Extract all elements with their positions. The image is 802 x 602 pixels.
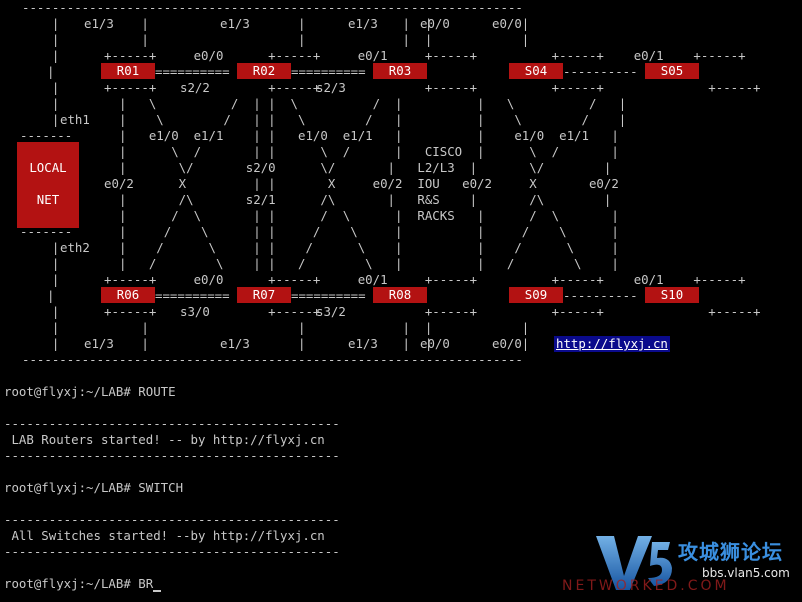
switch-s10[interactable]: S10: [645, 287, 699, 303]
terminal-cursor: [153, 578, 162, 592]
label-r07-e13: e1/3: [220, 336, 250, 351]
topology-diag-10: | | / \ | | / \ | | / \ |: [22, 240, 619, 255]
terminal-sep-1: ----------------------------------------…: [4, 416, 340, 431]
router-r06[interactable]: R06: [101, 287, 155, 303]
topology-border-top-right: ---------------: [411, 0, 523, 15]
terminal-input-text: root@flyxj:~/LAB# BR: [4, 576, 154, 591]
router-r01[interactable]: R01: [101, 63, 155, 79]
serial-link-r07-r08: ==========: [291, 288, 366, 303]
topology-row-pipes-3: | | | | | |: [22, 320, 530, 335]
local-net-box[interactable]: LOCAL NET: [17, 142, 79, 228]
topology-row-pipes-1: | | | | | |: [22, 16, 530, 31]
label-s23: s2/3: [316, 80, 346, 95]
topology-border-bottom-left: ----------------------------------------…: [22, 352, 410, 367]
label-r06-e13: e1/3: [84, 336, 114, 351]
topology-diag-7: | /\ s2/1 /\ | R&S | /\ |: [22, 192, 612, 207]
terminal-sep-4: ----------------------------------------…: [4, 544, 340, 559]
topology-diag-9: | / \ | | / \ | | / \ |: [22, 224, 619, 239]
topology-diag-1: | | \ / | | \ / | | \ / |: [22, 96, 627, 111]
terminal-sep-2: ----------------------------------------…: [4, 448, 340, 463]
topology-diag-8: | / \ | | / \ | RACKS | / \ |: [22, 208, 619, 223]
router-frame-top-row1: | +-----+ e0/0 +-----+ e0/1 +-----+ +---…: [22, 48, 746, 63]
topology-diag-11: | | / \ | | / \ | | / \ |: [22, 256, 619, 271]
topology-border-top-left: ----------------------------------------…: [22, 0, 410, 15]
left-pipe-r2: |: [47, 288, 55, 303]
label-r08-e13: e1/3: [348, 336, 378, 351]
label-s32: s3/2: [316, 304, 346, 319]
label-r08-e00: e0/0: [420, 336, 450, 351]
router-frame-top-row2: | +-----+ e0/0 +-----+ e0/1 +-----+ +---…: [22, 272, 746, 287]
topology-diag-3: | e1/0 e1/1 | | e1/0 e1/1 | | e1/0 e1/1 …: [22, 128, 619, 143]
terminal-prompt-switch: root@flyxj:~/LAB# SWITCH: [4, 480, 184, 495]
router-r08[interactable]: R08: [373, 287, 427, 303]
watermark-url: bbs.vlan5.com: [702, 566, 790, 580]
local-net-top-border: -------: [20, 128, 73, 143]
watermark-brand: 攻城狮论坛: [678, 540, 783, 564]
router-frame-bottom-row1: | +-----+ +-----+ +-----+ +-----+ +-----…: [22, 80, 761, 95]
label-r02-e13: e1/3: [220, 16, 250, 31]
terminal-prompt-route: root@flyxj:~/LAB# ROUTE: [4, 384, 176, 399]
label-s09-e00: e0/0: [492, 336, 522, 351]
label-eth2: eth2: [60, 240, 90, 255]
left-pipe-r1: |: [47, 64, 55, 79]
serial-link-r02-r03: ==========: [291, 64, 366, 79]
topology-diag-6: e0/2 X | | X e0/2 IOU e0/2 X e0/2: [22, 176, 619, 191]
topology-diag-5: | \/ s2/0 \/ | L2/L3 | \/ |: [22, 160, 612, 175]
label-eth1: eth1: [60, 112, 90, 127]
flyxj-link[interactable]: http://flyxj.cn: [554, 336, 670, 352]
label-s04-e00: e0/0: [492, 16, 522, 31]
label-r03-e00: e0/0: [420, 16, 450, 31]
switch-s04[interactable]: S04: [509, 63, 563, 79]
topology-diag-2: | | \ / | | \ / | | \ / |: [22, 112, 627, 127]
watermark-sub: NETWORKED.COM: [562, 578, 730, 594]
eth-link-s04-s05: ----------: [563, 64, 638, 79]
terminal-msg-routers: LAB Routers started! -- by http://flyxj.…: [4, 432, 325, 447]
topology-border-bottom-right: ---------------: [411, 352, 523, 367]
label-s22: s2/2: [180, 80, 210, 95]
serial-link-r01-r02: ==========: [155, 64, 230, 79]
terminal-msg-switches: All Switches started! --by http://flyxj.…: [4, 528, 325, 543]
router-frame-bottom-row2: | +-----+ +-----+ +-----+ +-----+ +-----…: [22, 304, 761, 319]
router-r07[interactable]: R07: [237, 287, 291, 303]
router-r03[interactable]: R03: [373, 63, 427, 79]
local-net-label-2: NET: [36, 192, 60, 207]
switch-s05[interactable]: S05: [645, 63, 699, 79]
router-r02[interactable]: R02: [237, 63, 291, 79]
label-r01-e13: e1/3: [84, 16, 114, 31]
forum-watermark: 攻城狮论坛 bbs.vlan5.com NETWORKED.COM: [552, 528, 802, 598]
local-net-label-1: LOCAL: [29, 160, 67, 175]
eth-link-s09-s10: ----------: [563, 288, 638, 303]
v5-logo-icon: [596, 536, 672, 590]
terminal-prompt-current[interactable]: root@flyxj:~/LAB# BR: [4, 576, 162, 592]
topology-row-pipes-4: | | | | | |: [22, 336, 530, 351]
topology-diag-4: | \ / | | \ / | CISCO | \ / |: [22, 144, 619, 159]
label-r03-e13: e1/3: [348, 16, 378, 31]
terminal-sep-3: ----------------------------------------…: [4, 512, 340, 527]
serial-link-r06-r07: ==========: [155, 288, 230, 303]
topology-row-pipes-2: | | | | | |: [22, 32, 530, 47]
switch-s09[interactable]: S09: [509, 287, 563, 303]
label-s30: s3/0: [180, 304, 210, 319]
